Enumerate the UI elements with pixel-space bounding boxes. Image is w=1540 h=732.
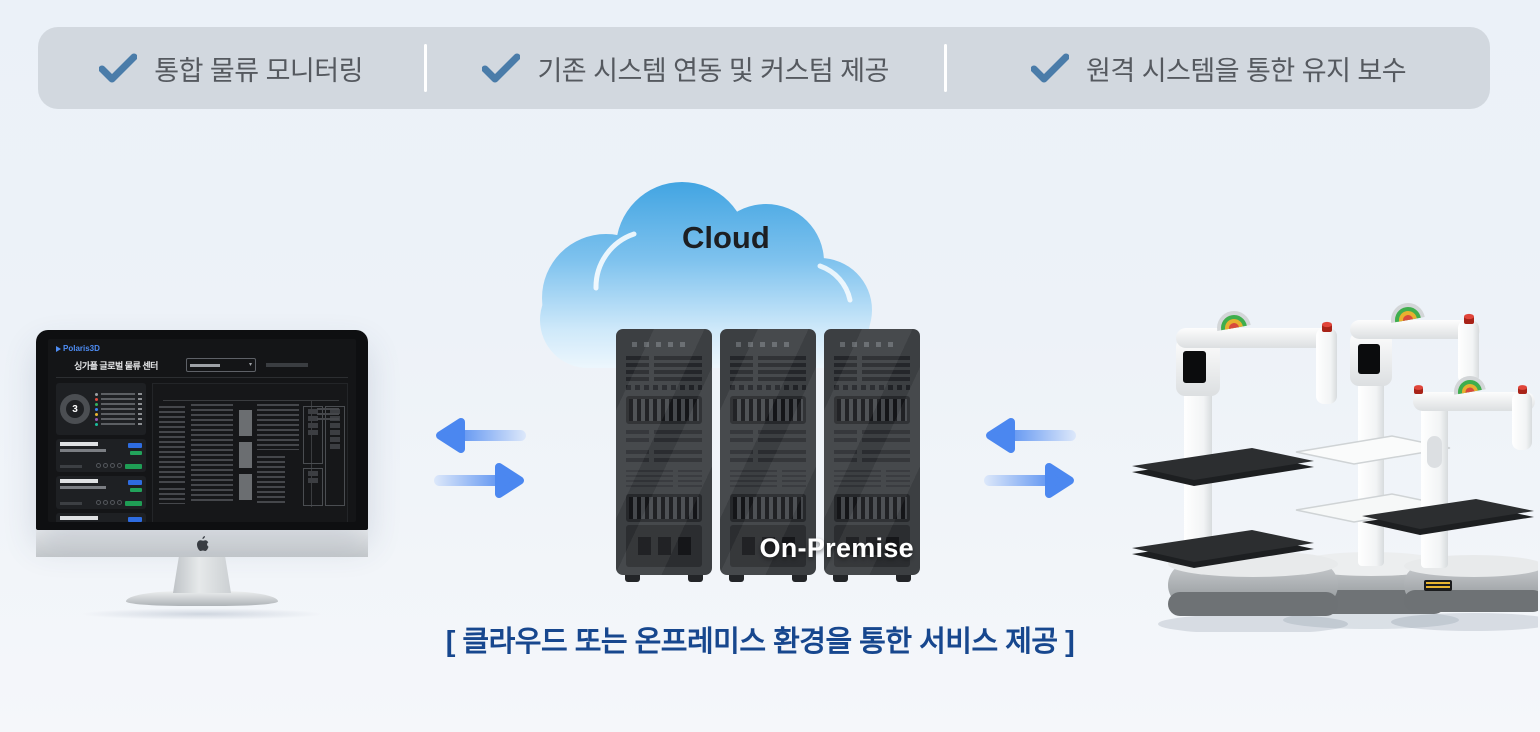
imac-frame: Polaris3D 싱가폴 글로벌 물류 센터 ▾ 3: [36, 330, 368, 530]
estop-button-icon: [1518, 385, 1527, 394]
dashboard-dropdown: ▾: [186, 358, 256, 372]
chevron-down-icon: ▾: [248, 362, 252, 368]
imac-stand-base: [126, 591, 278, 606]
robots-illustration: [1126, 296, 1540, 634]
cloud-label: Cloud: [682, 220, 770, 255]
banner-item-integration: 기존 시스템 연동 및 커스텀 제공: [427, 27, 944, 109]
banner-label: 기존 시스템 연동 및 커스텀 제공: [537, 55, 889, 86]
imac-stand-neck: [173, 557, 231, 593]
robot-screen: [1358, 344, 1380, 374]
robot-right: [1362, 376, 1540, 631]
agent-card: [56, 513, 146, 522]
estop-button-icon: [1464, 313, 1474, 324]
banner-divider: [424, 44, 428, 92]
dashboard-donut-panel: 3: [56, 383, 146, 435]
arrow-left-icon: [436, 418, 526, 453]
signal-light-icon: [1454, 376, 1486, 395]
donut-chart: 3: [60, 394, 90, 424]
dashboard-sidebar: 3: [56, 383, 146, 522]
arrow-right-icon: [434, 463, 524, 498]
arrow-left-icon: [986, 418, 1076, 453]
robot-tray-dark: [1132, 530, 1314, 562]
agent-card: [56, 476, 146, 509]
apple-logo-icon: [196, 535, 208, 551]
banner-label: 원격 시스템을 통한 유지 보수: [1086, 55, 1407, 86]
server-rack-illustration: On-Premise: [616, 329, 920, 582]
dashboard-screen: Polaris3D 싱가폴 글로벌 물류 센터 ▾ 3: [48, 339, 356, 522]
imac-chin: [36, 530, 368, 557]
estop-button-icon: [1414, 385, 1423, 394]
check-icon: [482, 53, 521, 83]
sync-arrows-right: [980, 414, 1080, 507]
sync-arrows-left: [430, 414, 530, 507]
robot-tray-dark: [1132, 448, 1314, 480]
banner-label: 통합 물류 모니터링: [154, 55, 363, 86]
robot-tray-dark: [1362, 499, 1534, 529]
imac-illustration: Polaris3D 싱가폴 글로벌 물류 센터 ▾ 3: [36, 330, 368, 620]
check-icon: [99, 53, 138, 83]
estop-button-icon: [1322, 321, 1332, 332]
dashboard-title: 싱가폴 글로벌 물류 센터: [74, 360, 158, 371]
on-premise-label: On-Premise: [759, 533, 914, 563]
server-tower: [616, 329, 712, 575]
donut-legend: [95, 391, 142, 428]
robot-handle-slot: [1427, 436, 1442, 468]
feature-banner: 통합 물류 모니터링 기존 시스템 연동 및 커스텀 제공 원격 시스템을 통한…: [38, 27, 1490, 109]
dashboard-logo: Polaris3D: [56, 344, 348, 353]
warehouse-floorplan: [152, 383, 348, 522]
banner-item-monitoring: 통합 물류 모니터링: [38, 27, 424, 109]
arrow-right-icon: [984, 463, 1074, 498]
check-icon: [1031, 53, 1070, 83]
robot-tray-white: [1295, 435, 1451, 465]
robot-screen: [1183, 351, 1206, 383]
caption: [ 클라우드 또는 온프레미스 환경을 통한 서비스 제공 ]: [445, 626, 1075, 658]
banner-divider: [944, 44, 948, 92]
signal-light-icon: [1391, 303, 1425, 323]
agent-card: [56, 439, 146, 472]
signal-light-icon: [1217, 311, 1251, 331]
banner-item-maintenance: 원격 시스템을 통한 유지 보수: [947, 27, 1490, 109]
polaris-logo-icon: [56, 345, 61, 352]
imac-shadow: [77, 608, 327, 620]
robot-left: [1132, 311, 1348, 634]
